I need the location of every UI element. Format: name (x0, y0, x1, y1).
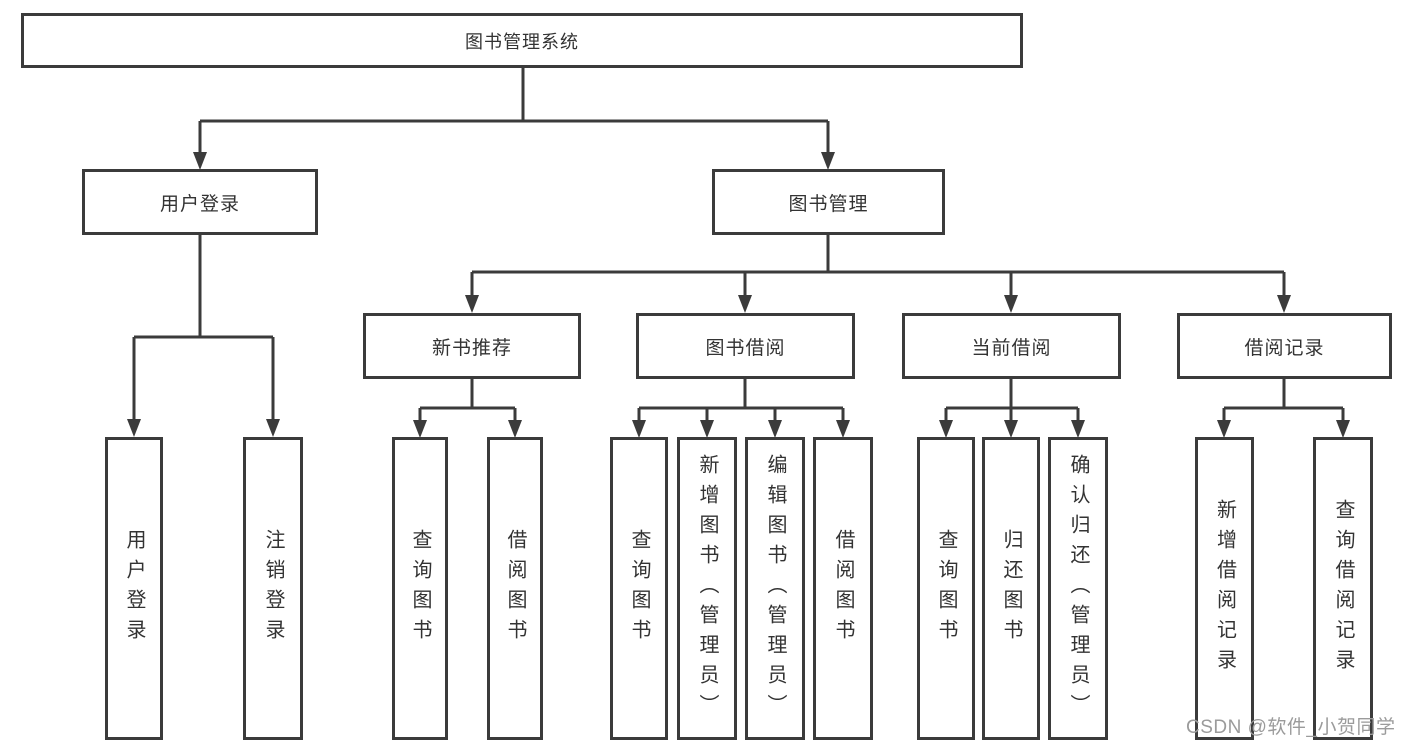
leaf-add-borrow-record-label: 新增借阅记录 (1213, 498, 1236, 679)
leaf-add-books-admin: 新增图书（管理员） (677, 437, 737, 740)
node-library-system: 图书管理系统 (21, 13, 1023, 68)
leaf-borrow-books-recommend-label: 借阅图书 (504, 528, 526, 649)
leaf-query-borrow-record-label: 查询借阅记录 (1332, 498, 1354, 679)
node-book-management: 图书管理 (712, 169, 945, 235)
node-current-borrowing: 当前借阅 (902, 313, 1121, 379)
leaf-return-books-label: 归还图书 (1000, 528, 1022, 649)
leaf-borrow-books-borrowing: 借阅图书 (813, 437, 873, 740)
node-borrowing-records: 借阅记录 (1177, 313, 1392, 379)
leaf-edit-books-admin-label: 编辑图书（管理员） (764, 453, 786, 724)
node-user-login: 用户登录 (82, 169, 318, 235)
leaf-edit-books-admin: 编辑图书（管理员） (745, 437, 805, 740)
leaf-query-books-recommend-label: 查询图书 (409, 528, 431, 649)
leaf-query-books-recommend: 查询图书 (392, 437, 448, 740)
leaf-user-login-label: 用户登录 (123, 528, 145, 649)
leaf-query-books-borrowing-label: 查询图书 (628, 528, 650, 649)
leaf-query-books-borrowing: 查询图书 (610, 437, 668, 740)
leaf-query-books-current: 查询图书 (917, 437, 975, 740)
leaf-add-borrow-record: 新增借阅记录 (1195, 437, 1254, 740)
node-book-borrowing: 图书借阅 (636, 313, 855, 379)
leaf-logout-label: 注销登录 (262, 528, 284, 649)
leaf-borrow-books-recommend: 借阅图书 (487, 437, 543, 740)
leaf-query-books-current-label: 查询图书 (935, 528, 957, 649)
leaf-confirm-return-admin-label: 确认归还（管理员） (1067, 453, 1089, 724)
leaf-confirm-return-admin: 确认归还（管理员） (1048, 437, 1108, 740)
leaf-query-borrow-record: 查询借阅记录 (1313, 437, 1373, 740)
leaf-logout: 注销登录 (243, 437, 303, 740)
arrowheads (127, 152, 1350, 438)
leaf-borrow-books-borrowing-label: 借阅图书 (832, 528, 854, 649)
leaf-return-books: 归还图书 (982, 437, 1040, 740)
watermark: CSDN @软件_小贺同学 (1186, 717, 1396, 738)
leaf-user-login: 用户登录 (105, 437, 163, 740)
leaf-add-books-admin-label: 新增图书（管理员） (696, 453, 718, 724)
node-new-book-recommend: 新书推荐 (363, 313, 581, 379)
